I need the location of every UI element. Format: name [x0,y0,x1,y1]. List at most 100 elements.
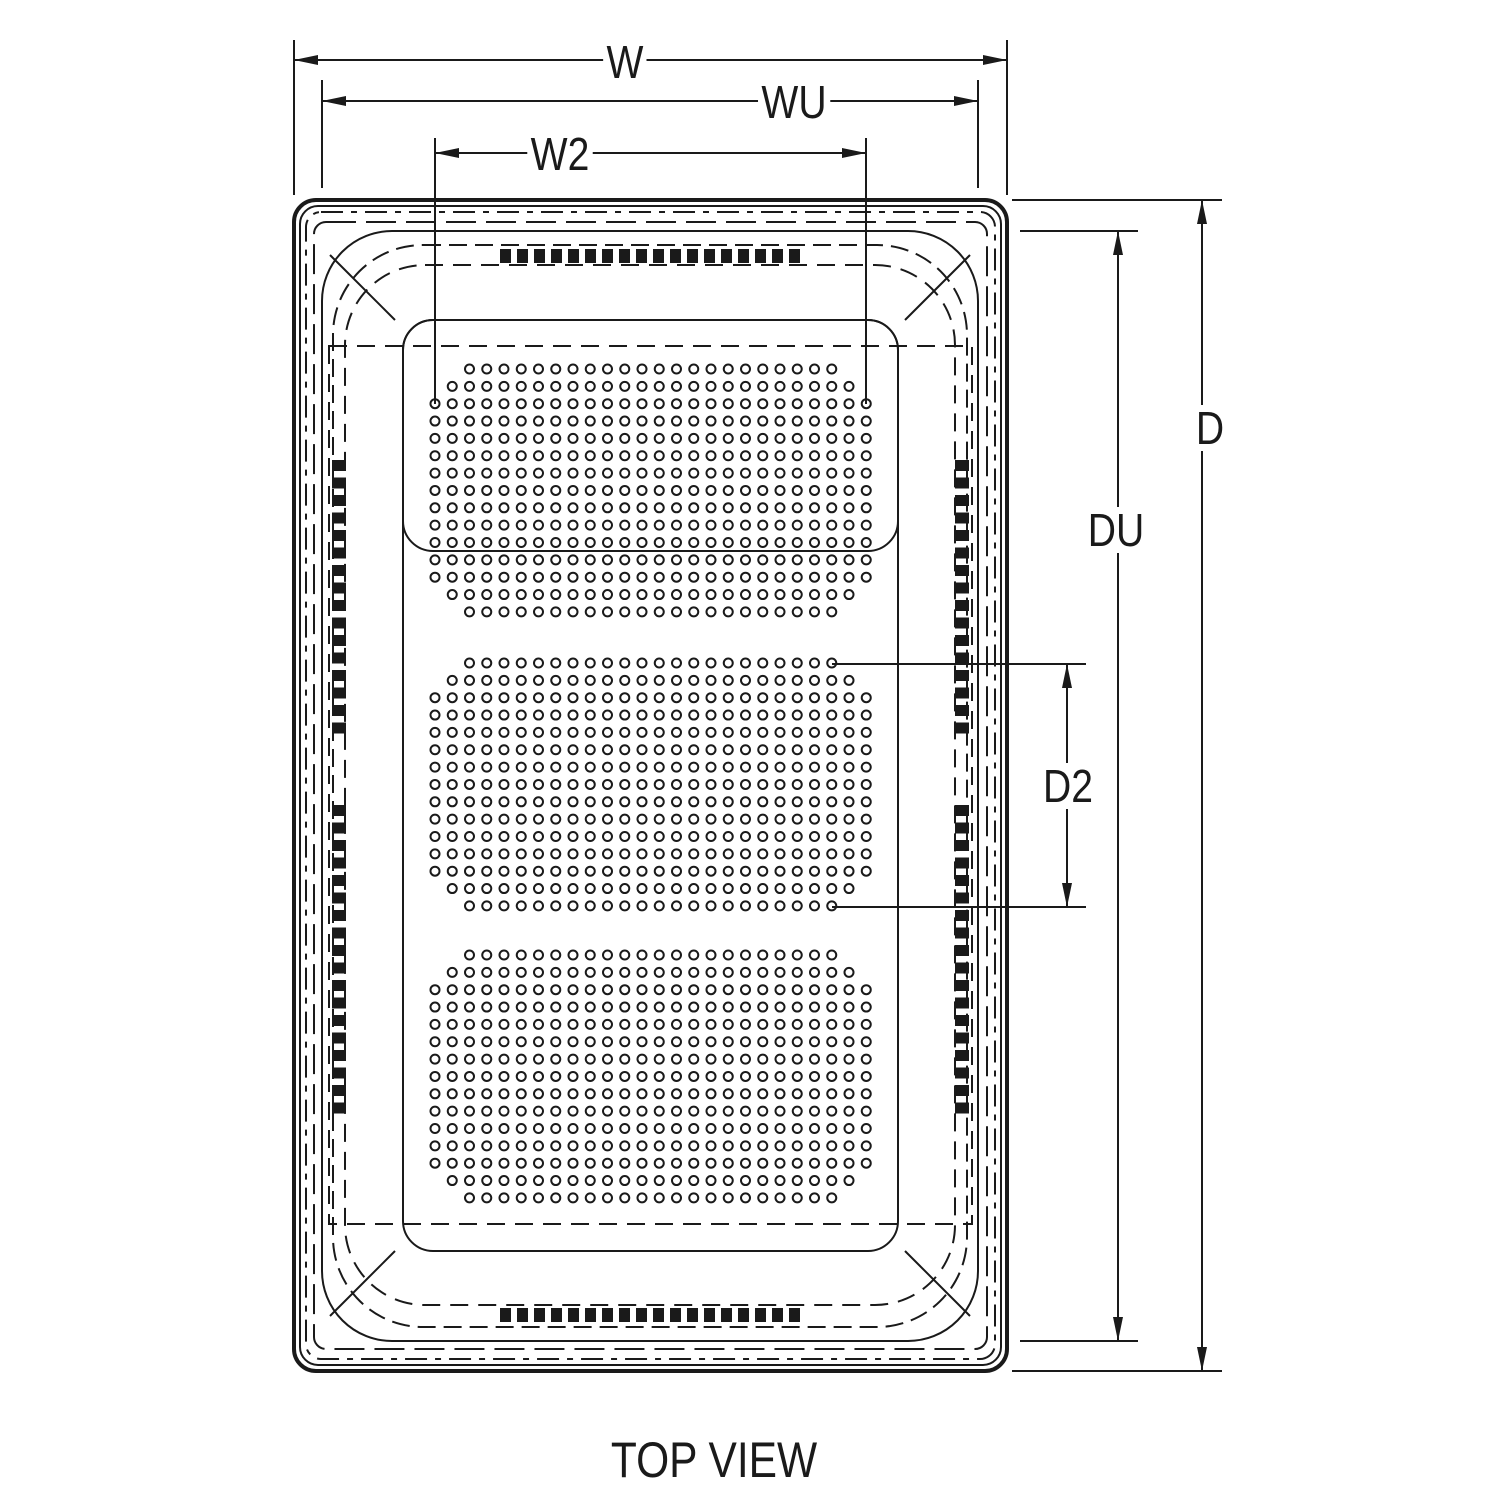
perforation-hole [498,1001,510,1013]
perforation-hole [550,554,562,566]
slot [789,1308,800,1322]
perforation-hole [446,589,458,601]
perforation-hole [757,966,769,978]
pan-rim-line [313,221,988,1350]
perforation-hole [619,1140,631,1152]
perforation-hole [722,1123,734,1134]
perforation-hole [481,778,493,790]
perforation-hole [757,1053,769,1065]
perforation-hole [584,726,596,738]
slot [568,249,579,263]
perforation-hole [429,984,441,996]
perforation-hole [602,432,613,444]
perforation-hole [688,813,700,825]
perforation-hole [481,709,493,721]
perforation-hole [481,900,493,912]
perforation-hole [567,450,579,462]
perforation-hole [860,519,872,531]
perforation-hole [722,1018,734,1030]
perforation-hole [446,1053,458,1065]
perforation-hole [826,761,838,773]
perforation-hole [619,848,631,860]
perforation-hole [464,450,475,462]
perforation-hole [774,450,786,462]
slot [517,1308,528,1322]
perforation-hole [619,502,631,514]
perforation-hole [791,709,803,721]
perforation-hole [740,1053,751,1065]
perforation-hole [653,709,665,721]
perforation-hole [464,1070,475,1082]
perforation-hole [584,502,596,514]
perforation-hole [774,900,786,912]
perforation-hole [464,1157,475,1169]
perforation-hole [688,1036,700,1048]
perforation-hole [498,848,510,860]
perforation-hole [533,537,544,548]
perforation-hole [602,415,613,427]
perforation-hole [429,709,441,721]
perforation-hole [671,883,682,895]
perforation-hole [636,984,648,996]
perforation-hole [740,831,751,842]
label-du: DU [1084,507,1148,553]
slot [500,249,511,263]
perforation-hole [826,984,838,996]
perforation-hole [826,796,838,808]
perforation-hole [757,1036,769,1048]
perforation-hole [464,1192,475,1204]
perforation-hole [791,571,803,583]
perforation-hole [550,865,562,877]
perforation-hole [567,984,579,996]
perforation-hole [740,467,751,479]
perforation-hole [722,1192,734,1204]
perforation-hole [567,657,579,669]
perforation-hole [464,883,475,895]
perforation-hole [602,589,613,601]
perforation-hole [498,984,510,996]
perforation-hole [774,589,786,601]
perforation-hole [809,1140,820,1152]
perforation-hole [619,450,631,462]
perforation-hole [602,883,613,895]
perforation-hole [860,432,872,444]
perforation-hole [843,883,855,895]
perforation-hole [860,1088,872,1100]
slot [955,927,969,939]
perforation-hole [722,657,734,669]
perforation-hole [498,761,510,773]
perforation-hole [722,380,734,392]
perforation-hole [671,1192,682,1204]
perforation-hole [705,883,717,895]
perforation-hole [809,692,820,704]
perforation-hole [533,1175,544,1187]
perforation-hole [515,778,527,790]
perforation-hole [567,1001,579,1013]
perforation-hole [464,484,475,496]
perforation-hole [584,432,596,444]
slot [789,249,800,263]
perforation-hole [533,984,544,996]
perforation-hole [705,519,717,531]
perforation-hole [809,883,820,895]
label-w: W [603,39,647,85]
perforation-hole [515,831,527,842]
perforation-hole [446,519,458,531]
perforation-hole [567,589,579,601]
perforation-hole [705,865,717,877]
perforation-hole [464,865,475,877]
slot [332,495,346,506]
perforation-hole [602,778,613,790]
perforation-hole [671,1105,682,1117]
perforation-hole [636,450,648,462]
perforation-hole [464,1036,475,1048]
perforation-hole [671,571,682,583]
perforation-hole [602,398,613,410]
slot [755,1308,766,1322]
perforation-hole [688,1001,700,1013]
perforation-hole [498,1088,510,1100]
perforation-hole [498,744,510,756]
perforation-hole [671,709,682,721]
perforation-hole [671,606,682,618]
perforation-hole [774,831,786,842]
